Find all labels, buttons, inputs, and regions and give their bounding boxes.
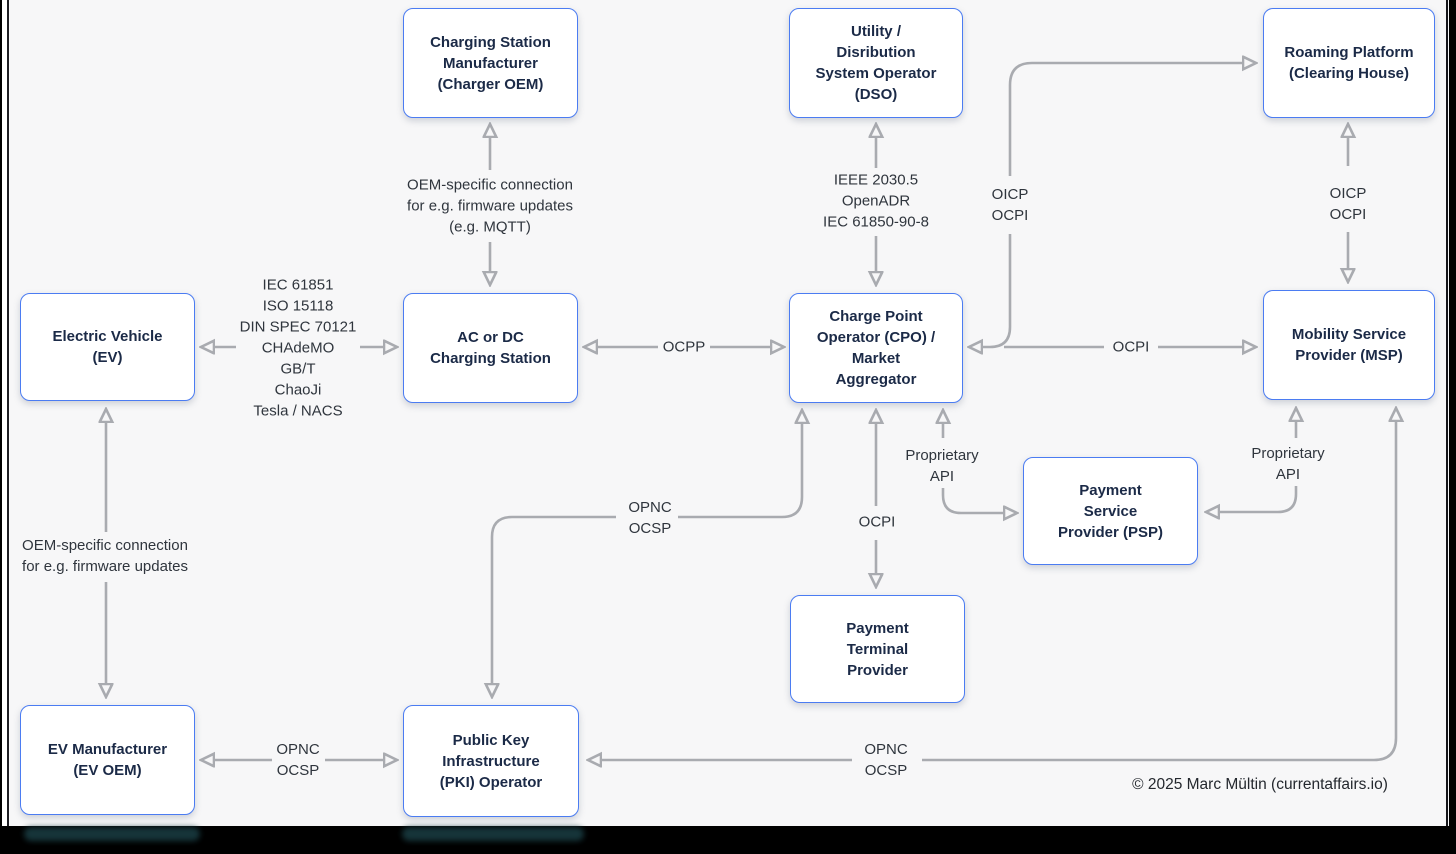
node-electric-vehicle: Electric Vehicle (EV) — [20, 293, 195, 401]
node-msp: Mobility Service Provider (MSP) — [1263, 290, 1435, 400]
right-inner-line — [1446, 0, 1448, 826]
label-opnc-ocsp-evm-pki: OPNC OCSP — [276, 741, 320, 779]
edge-cpo-pki-right — [678, 423, 802, 519]
left-black-bar — [0, 0, 2, 854]
label-ev-station-protocols: IEC 61851 ISO 15118 DIN SPEC 70121 CHAde… — [239, 276, 357, 420]
node-charging-station-manufacturer: Charging Station Manufacturer (Charger O… — [403, 8, 578, 118]
node-payment-terminal-provider: Payment Terminal Provider — [790, 595, 965, 703]
label-oicp-ocpi-cpo-roaming: OICP OCPI — [991, 186, 1029, 224]
label-oicp-ocpi-roaming-msp: OICP OCPI — [1329, 185, 1367, 223]
node-roaming-platform: Roaming Platform (Clearing House) — [1263, 8, 1435, 118]
label-opnc-ocsp-msp-pki: OPNC OCSP — [864, 741, 908, 779]
label-ocpi-cpo-terminal: OCPI — [858, 513, 896, 531]
label-oem-connection-mqtt: OEM-specific connection for e.g. firmwar… — [407, 176, 573, 236]
label-oem-connection-firmware: OEM-specific connection for e.g. firmwar… — [22, 537, 188, 575]
shadow-under-pki-operator — [402, 827, 584, 841]
edge-cpo-psp-curve — [941, 488, 1004, 513]
node-psp: Payment Service Provider (PSP) — [1023, 457, 1198, 565]
label-grid-protocols: IEEE 2030.5 OpenADR IEC 61850-90-8 — [823, 171, 929, 231]
label-ocpi-cpo-msp: OCPI — [1112, 338, 1150, 356]
right-black-bar — [1449, 0, 1456, 854]
left-inner-line — [7, 0, 9, 826]
shadow-under-ev-manufacturer — [24, 827, 200, 841]
edge-msp-psp-curve — [1219, 486, 1298, 512]
left-white-sliver — [2, 0, 7, 826]
node-cpo: Charge Point Operator (CPO) / Market Agg… — [789, 293, 963, 403]
node-dso: Utility / Disribution System Operator (D… — [789, 8, 963, 118]
label-opnc-ocsp-cpo-pki: OPNC OCSP — [628, 499, 672, 537]
edge-cpo-pki-left — [492, 515, 616, 684]
label-ocpp: OCPP — [662, 338, 706, 356]
node-pki-operator: Public Key Infrastructure (PKI) Operator — [403, 705, 579, 817]
copyright-text: © 2025 Marc Mültin (currentaffairs.io) — [1132, 776, 1388, 793]
bottom-black-bar — [0, 826, 1456, 854]
node-ac-dc-charging-station: AC or DC Charging Station — [403, 293, 578, 403]
edge-msp-pki-right — [922, 421, 1396, 762]
label-proprietary-api-cpo-psp: Proprietary API — [905, 447, 979, 485]
node-ev-manufacturer: EV Manufacturer (EV OEM) — [20, 705, 195, 815]
edge-cpo-roaming-upper — [1008, 63, 1243, 176]
label-proprietary-api-msp-psp: Proprietary API — [1251, 445, 1325, 483]
edge-cpo-roaming-lower — [982, 234, 1012, 347]
